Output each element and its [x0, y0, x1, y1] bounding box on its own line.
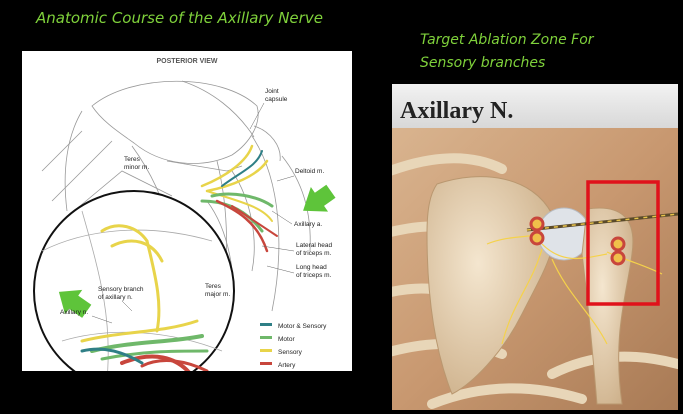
- label-sensory-2: of axillary n.: [98, 294, 133, 301]
- right-title: Target Ablation Zone For Sensory branche…: [420, 29, 660, 75]
- legend-swatch-motor-sensory: [260, 323, 272, 326]
- label-long-head-2: of triceps m.: [296, 272, 332, 279]
- legend-swatch-motor: [260, 336, 272, 339]
- label-teres-minor-2: minor m.: [124, 164, 149, 171]
- right-title-line2: Sensory branches: [420, 52, 660, 75]
- arrow-icon: [294, 179, 339, 223]
- label-teres-major-1: Teres: [205, 283, 222, 290]
- legend-swatch-artery: [260, 362, 272, 365]
- label-joint-1: Joint: [265, 88, 279, 95]
- posterior-view-illustration: POSTERIOR VIEW: [22, 51, 352, 371]
- label-sensory-1: Sensory branch: [98, 286, 144, 293]
- axillary-nerve-diagram: POSTERIOR VIEW: [22, 51, 352, 371]
- label-joint-2: capsule: [265, 96, 288, 103]
- legend-sensory: Sensory: [278, 349, 303, 356]
- right-title-line1: Target Ablation Zone For: [420, 29, 660, 52]
- shoulder-render-illustration: Axillary N.: [392, 84, 678, 410]
- label-axillary-n: Axillary n.: [60, 309, 88, 316]
- magnified-inset: [34, 191, 234, 371]
- legend-motor-sensory: Motor & Sensory: [278, 323, 327, 330]
- axillary-n-label: Axillary N.: [400, 98, 513, 124]
- label-deltoid: Deltoid m.: [295, 168, 324, 175]
- legend: Motor & Sensory Motor Sensory Artery: [260, 323, 327, 369]
- legend-swatch-sensory: [260, 349, 272, 352]
- view-label: POSTERIOR VIEW: [156, 58, 217, 65]
- legend-artery: Artery: [278, 362, 296, 369]
- label-teres-major-2: major m.: [205, 291, 230, 298]
- legend-motor: Motor: [278, 336, 295, 343]
- label-lateral-head-1: Lateral head: [296, 242, 333, 249]
- label-long-head-1: Long head: [296, 264, 327, 271]
- left-title: Anatomic Course of the Axillary Nerve: [36, 9, 323, 27]
- ablation-render: Axillary N.: [392, 84, 678, 410]
- label-lateral-head-2: of triceps m.: [296, 250, 332, 257]
- label-teres-minor-1: Teres: [124, 156, 141, 163]
- label-axillary-a: Axillary a.: [294, 221, 322, 228]
